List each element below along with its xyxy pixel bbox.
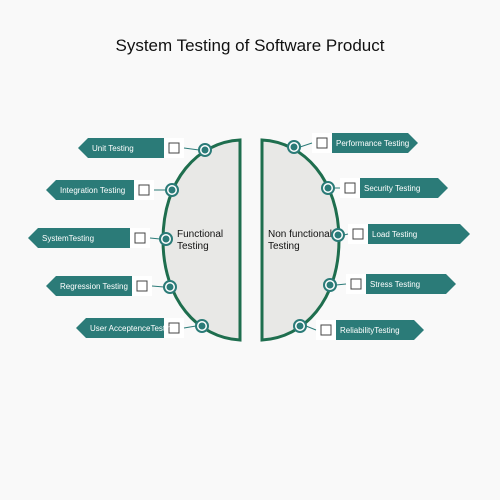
left-tag-shape xyxy=(28,228,150,248)
left-item-label: Regression Testing xyxy=(60,282,128,291)
stress-testing-icon-glyph xyxy=(350,278,362,290)
user-acceptance-icon-glyph xyxy=(168,322,180,334)
right-item-1: Performance Testing xyxy=(287,133,418,154)
unit-testing-icon xyxy=(164,138,184,158)
right-connector xyxy=(305,325,317,331)
right-node-dot xyxy=(334,231,342,239)
stress-testing-icon xyxy=(346,274,366,294)
left-item-3: SystemTesting xyxy=(28,228,173,248)
right-tag-shape xyxy=(312,133,418,153)
right-item-label: Security Testing xyxy=(364,184,420,193)
non-functional-label-line2: Testing xyxy=(268,241,300,252)
left-connector xyxy=(151,285,165,288)
functional-label-line2: Testing xyxy=(177,241,209,252)
left-tag-shape xyxy=(78,138,184,158)
left-item-2: Integration Testing xyxy=(46,180,179,200)
left-node-dot xyxy=(162,235,170,243)
performance-testing-icon-glyph xyxy=(316,137,328,149)
right-item-2: Security Testing xyxy=(321,178,448,198)
security-testing-icon xyxy=(340,178,360,198)
left-tag-shape xyxy=(76,318,184,338)
diagram-title: System Testing of Software Product xyxy=(115,36,385,55)
right-connector xyxy=(299,142,313,148)
functional-half xyxy=(161,138,242,342)
right-item-label: Stress Testing xyxy=(370,280,420,289)
left-item-5: User AcceptenceTesting xyxy=(76,318,209,338)
regression-testing-icon-glyph xyxy=(136,280,148,292)
left-node-dot xyxy=(201,146,209,154)
right-node-dot xyxy=(296,322,304,330)
right-tag-shape xyxy=(340,178,448,198)
right-tag-shape xyxy=(316,320,424,340)
right-item-label: ReliabilityTesting xyxy=(340,326,400,335)
right-node-dot xyxy=(326,281,334,289)
load-testing-icon-glyph xyxy=(352,228,364,240)
regression-testing-icon xyxy=(132,276,152,296)
left-node-dot xyxy=(168,186,176,194)
right-item-5: ReliabilityTesting xyxy=(293,319,424,340)
security-testing-icon-glyph xyxy=(344,182,356,194)
right-node-dot xyxy=(324,184,332,192)
right-item-3: Load Testing xyxy=(331,224,470,244)
left-connector xyxy=(183,325,197,329)
left-connector xyxy=(149,237,161,240)
system-testing-icon xyxy=(130,228,150,248)
load-testing-icon xyxy=(348,224,368,244)
left-connector xyxy=(183,147,200,151)
reliability-testing-icon xyxy=(316,320,336,340)
left-item-label: Unit Testing xyxy=(92,144,134,153)
non-functional-half xyxy=(260,138,341,342)
left-item-label: User AcceptenceTesting xyxy=(90,324,176,333)
right-node-dot xyxy=(290,143,298,151)
left-item-label: SystemTesting xyxy=(42,234,94,243)
unit-testing-icon-glyph xyxy=(168,142,180,154)
integration-testing-icon xyxy=(134,180,154,200)
right-tag-shape xyxy=(346,274,456,294)
right-tag-shape xyxy=(348,224,470,244)
right-connector xyxy=(335,283,347,286)
left-tag-shape xyxy=(46,180,154,200)
left-node-dot xyxy=(166,283,174,291)
functional-label-line1: Functional xyxy=(177,229,223,240)
right-item-4: Stress Testing xyxy=(323,274,456,294)
left-item-4: Regression Testing xyxy=(46,276,177,296)
left-node-dot xyxy=(198,322,206,330)
system-testing-icon-glyph xyxy=(134,232,146,244)
right-item-label: Load Testing xyxy=(372,230,417,239)
left-tag-shape xyxy=(46,276,152,296)
left-item-1: Unit Testing xyxy=(78,138,212,158)
integration-testing-icon-glyph xyxy=(138,184,150,196)
performance-testing-icon xyxy=(312,133,332,153)
left-item-label: Integration Testing xyxy=(60,186,125,195)
right-item-label: Performance Testing xyxy=(336,139,409,148)
non-functional-label-line1: Non functional xyxy=(268,229,332,240)
reliability-testing-icon-glyph xyxy=(320,324,332,336)
